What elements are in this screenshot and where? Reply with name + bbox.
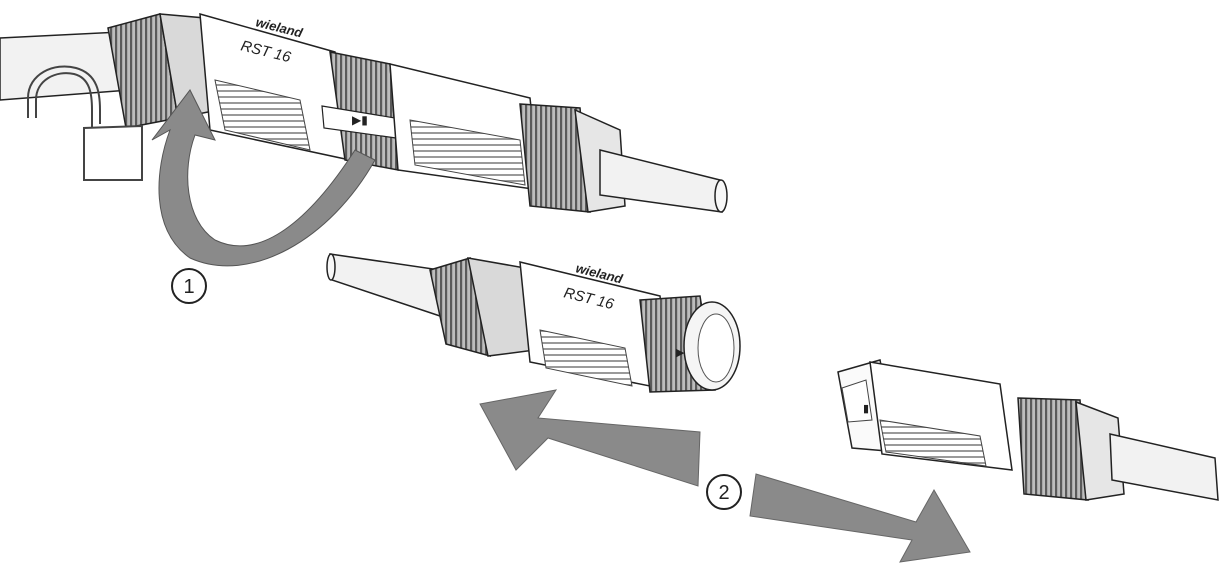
step-1-marker: 1 [171, 268, 207, 304]
open-padlock-icon [27, 65, 143, 181]
top-connector: wieland RST 16 ▶▮ [0, 12, 728, 213]
right-cable [1109, 433, 1219, 501]
step-2-label: 2 [718, 482, 729, 504]
left-arrow-icon [479, 389, 701, 487]
right-arrow-icon [749, 473, 971, 563]
top-lock-indicator: ▶▮ [352, 113, 368, 127]
step-1-label: 1 [183, 276, 194, 298]
step-2-marker: 2 [706, 474, 742, 510]
rotate-arrow-icon [151, 89, 376, 267]
middle-left-nut [429, 257, 536, 358]
middle-connector: wieland RST 16 ▶ [326, 253, 741, 393]
middle-cable [329, 253, 447, 320]
right-connector: ▮ [837, 359, 1219, 501]
middle-lock-indicator: ▶ [676, 347, 685, 359]
right-lock-indicator: ▮ [863, 403, 869, 415]
right-nut [1017, 397, 1125, 501]
